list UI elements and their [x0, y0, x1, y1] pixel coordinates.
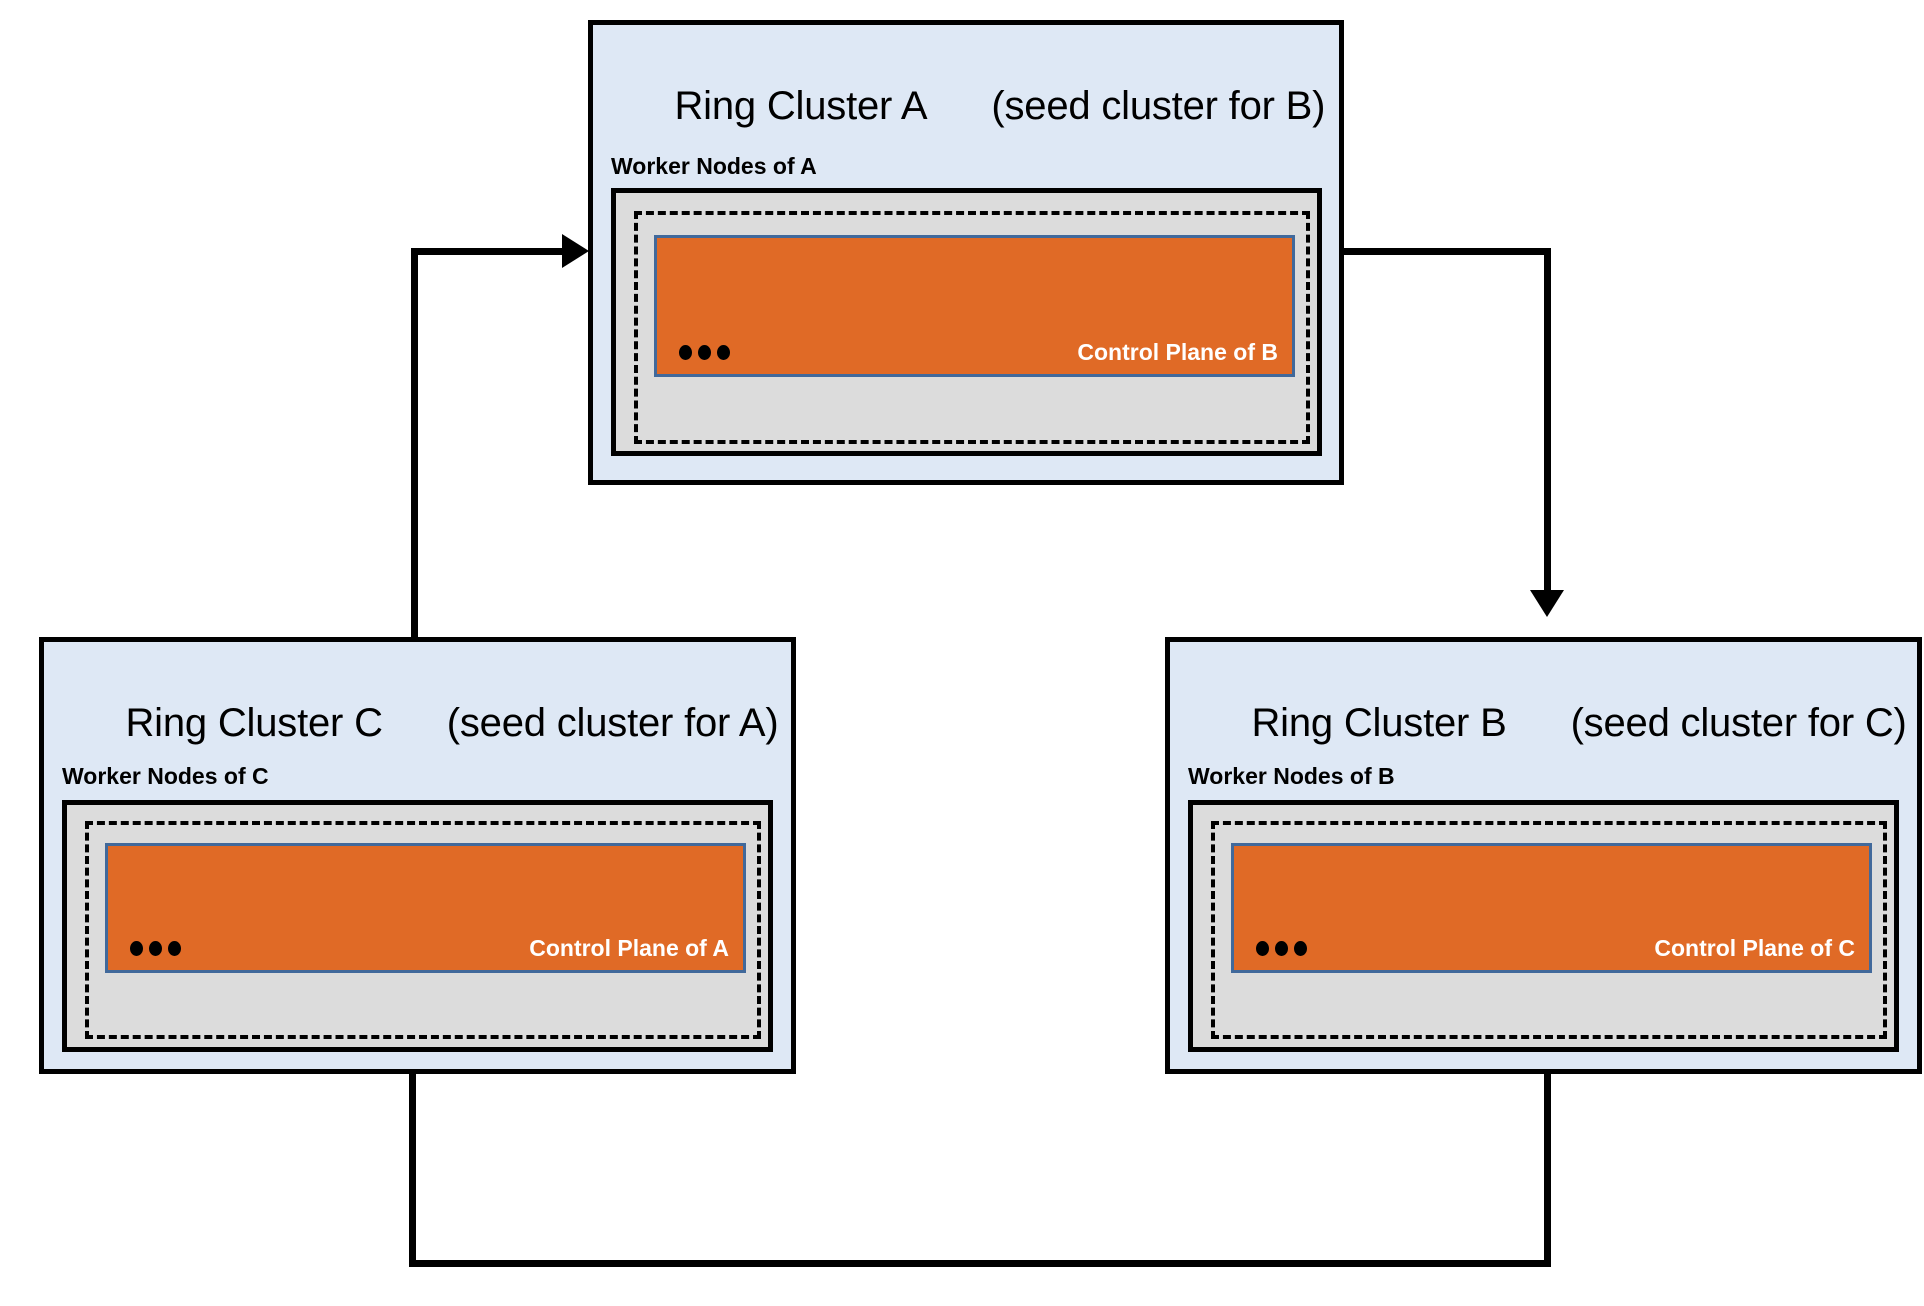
connector-b-to-c-horizontal: [409, 1260, 1551, 1267]
cluster-c-worker-label: Worker Nodes of C: [62, 763, 269, 789]
cluster-b-node-dashed-box: Control Plane of C: [1211, 821, 1887, 1039]
cluster-c-control-plane[interactable]: Control Plane of A: [105, 843, 746, 973]
cluster-b-control-plane[interactable]: Control Plane of C: [1231, 843, 1872, 973]
arrow-head-into-cluster-b: [1530, 590, 1564, 617]
cluster-b-control-plane-label: Control Plane of C: [1654, 935, 1855, 961]
cluster-a-worker-box: Control Plane of B: [611, 188, 1322, 456]
connector-b-to-c-vertical-right: [1544, 1060, 1551, 1267]
cluster-b-seed-note: (seed cluster for C): [1570, 701, 1907, 745]
cluster-c-node-dashed-box: Control Plane of A: [85, 821, 761, 1039]
cluster-c[interactable]: Ring Cluster C (seed cluster for A) Worke…: [39, 637, 796, 1074]
connector-c-to-a-horizontal: [411, 248, 567, 255]
cluster-a-node-dashed-box: Control Plane of B: [634, 211, 1310, 444]
cluster-a-control-plane[interactable]: Control Plane of B: [654, 235, 1295, 377]
cluster-b-worker-box: Control Plane of C: [1188, 800, 1899, 1052]
cluster-c-title: Ring Cluster C (seed cluster for A): [60, 656, 778, 791]
cluster-a[interactable]: Ring Cluster A (seed cluster for B) Worke…: [588, 20, 1344, 485]
cluster-a-worker-label: Worker Nodes of A: [611, 153, 817, 179]
cluster-c-ellipsis-icon: [130, 941, 181, 956]
cluster-c-seed-note: (seed cluster for A): [446, 701, 779, 745]
cluster-a-seed-note: (seed cluster for B): [991, 84, 1326, 128]
connector-c-to-a-vertical: [411, 250, 418, 639]
cluster-a-title-text: Ring Cluster A: [674, 84, 928, 128]
connector-a-to-b-horizontal: [1340, 248, 1551, 255]
cluster-c-worker-box: Control Plane of A: [62, 800, 773, 1052]
cluster-a-control-plane-label: Control Plane of B: [1077, 339, 1278, 365]
cluster-b-ellipsis-icon: [1256, 941, 1307, 956]
cluster-b[interactable]: Ring Cluster B (seed cluster for C) Worke…: [1165, 637, 1922, 1074]
connector-a-to-b-vertical: [1544, 248, 1551, 596]
cluster-c-control-plane-label: Control Plane of A: [529, 935, 729, 961]
connector-b-to-c-vertical-left: [409, 1073, 416, 1267]
cluster-a-title: Ring Cluster A (seed cluster for B): [609, 39, 1325, 174]
cluster-b-worker-label: Worker Nodes of B: [1188, 763, 1395, 789]
cluster-b-title: Ring Cluster B (seed cluster for C): [1186, 656, 1907, 791]
cluster-c-title-text: Ring Cluster C: [125, 701, 383, 745]
cluster-a-ellipsis-icon: [679, 345, 730, 360]
cluster-b-title-text: Ring Cluster B: [1251, 701, 1507, 745]
arrow-head-into-cluster-a: [562, 234, 589, 268]
